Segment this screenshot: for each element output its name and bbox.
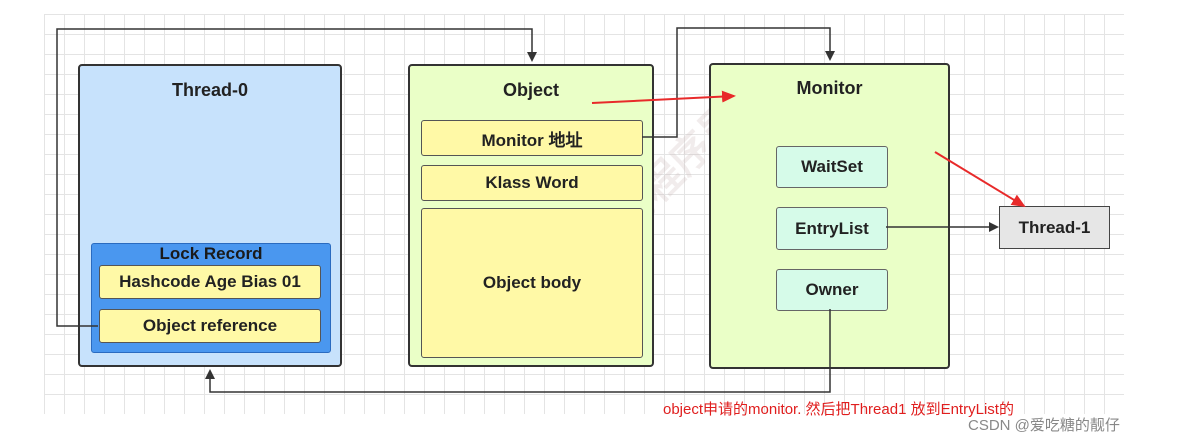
thread0-panel[interactable]: Thread-0 Lock Record Hashcode Age Bias 0… bbox=[78, 64, 342, 367]
annotation-text: object申请的monitor. 然后把Thread1 放到EntryList… bbox=[663, 401, 1014, 418]
owner-box[interactable]: Owner bbox=[776, 269, 888, 311]
monitor-title: Monitor bbox=[796, 78, 863, 98]
monitor-panel[interactable]: Monitor WaitSet EntryList Owner bbox=[709, 63, 950, 369]
lock-record-title: Lock Record bbox=[159, 244, 263, 263]
red-arrow-object-to-monitor bbox=[591, 90, 736, 104]
thread1-box[interactable]: Thread-1 bbox=[999, 206, 1110, 249]
klass-word-box[interactable]: Klass Word bbox=[421, 165, 643, 201]
monitor-address-connector bbox=[642, 27, 835, 138]
monitor-address-box[interactable]: Monitor 地址 bbox=[421, 120, 643, 156]
object-body-box[interactable]: Object body bbox=[421, 208, 643, 358]
owner-connector bbox=[205, 309, 831, 393]
waitset-box[interactable]: WaitSet bbox=[776, 146, 888, 188]
object-title: Object bbox=[502, 80, 559, 100]
entrylist-box[interactable]: EntryList bbox=[776, 207, 888, 250]
object-panel[interactable]: Object Monitor 地址 Klass Word Object body bbox=[408, 64, 654, 367]
red-arrow-monitor-to-thread1 bbox=[934, 151, 1026, 208]
hashcode-box[interactable]: Hashcode Age Bias 01 bbox=[99, 265, 321, 299]
credit-text: CSDN @爱吃糖的靓仔 bbox=[968, 417, 1120, 434]
thread0-title: Thread-0 bbox=[171, 80, 249, 100]
lock-record[interactable]: Lock Record Hashcode Age Bias 01 Object … bbox=[91, 243, 331, 353]
object-reference-box[interactable]: Object reference bbox=[99, 309, 321, 343]
object-reference-connector bbox=[56, 28, 537, 327]
